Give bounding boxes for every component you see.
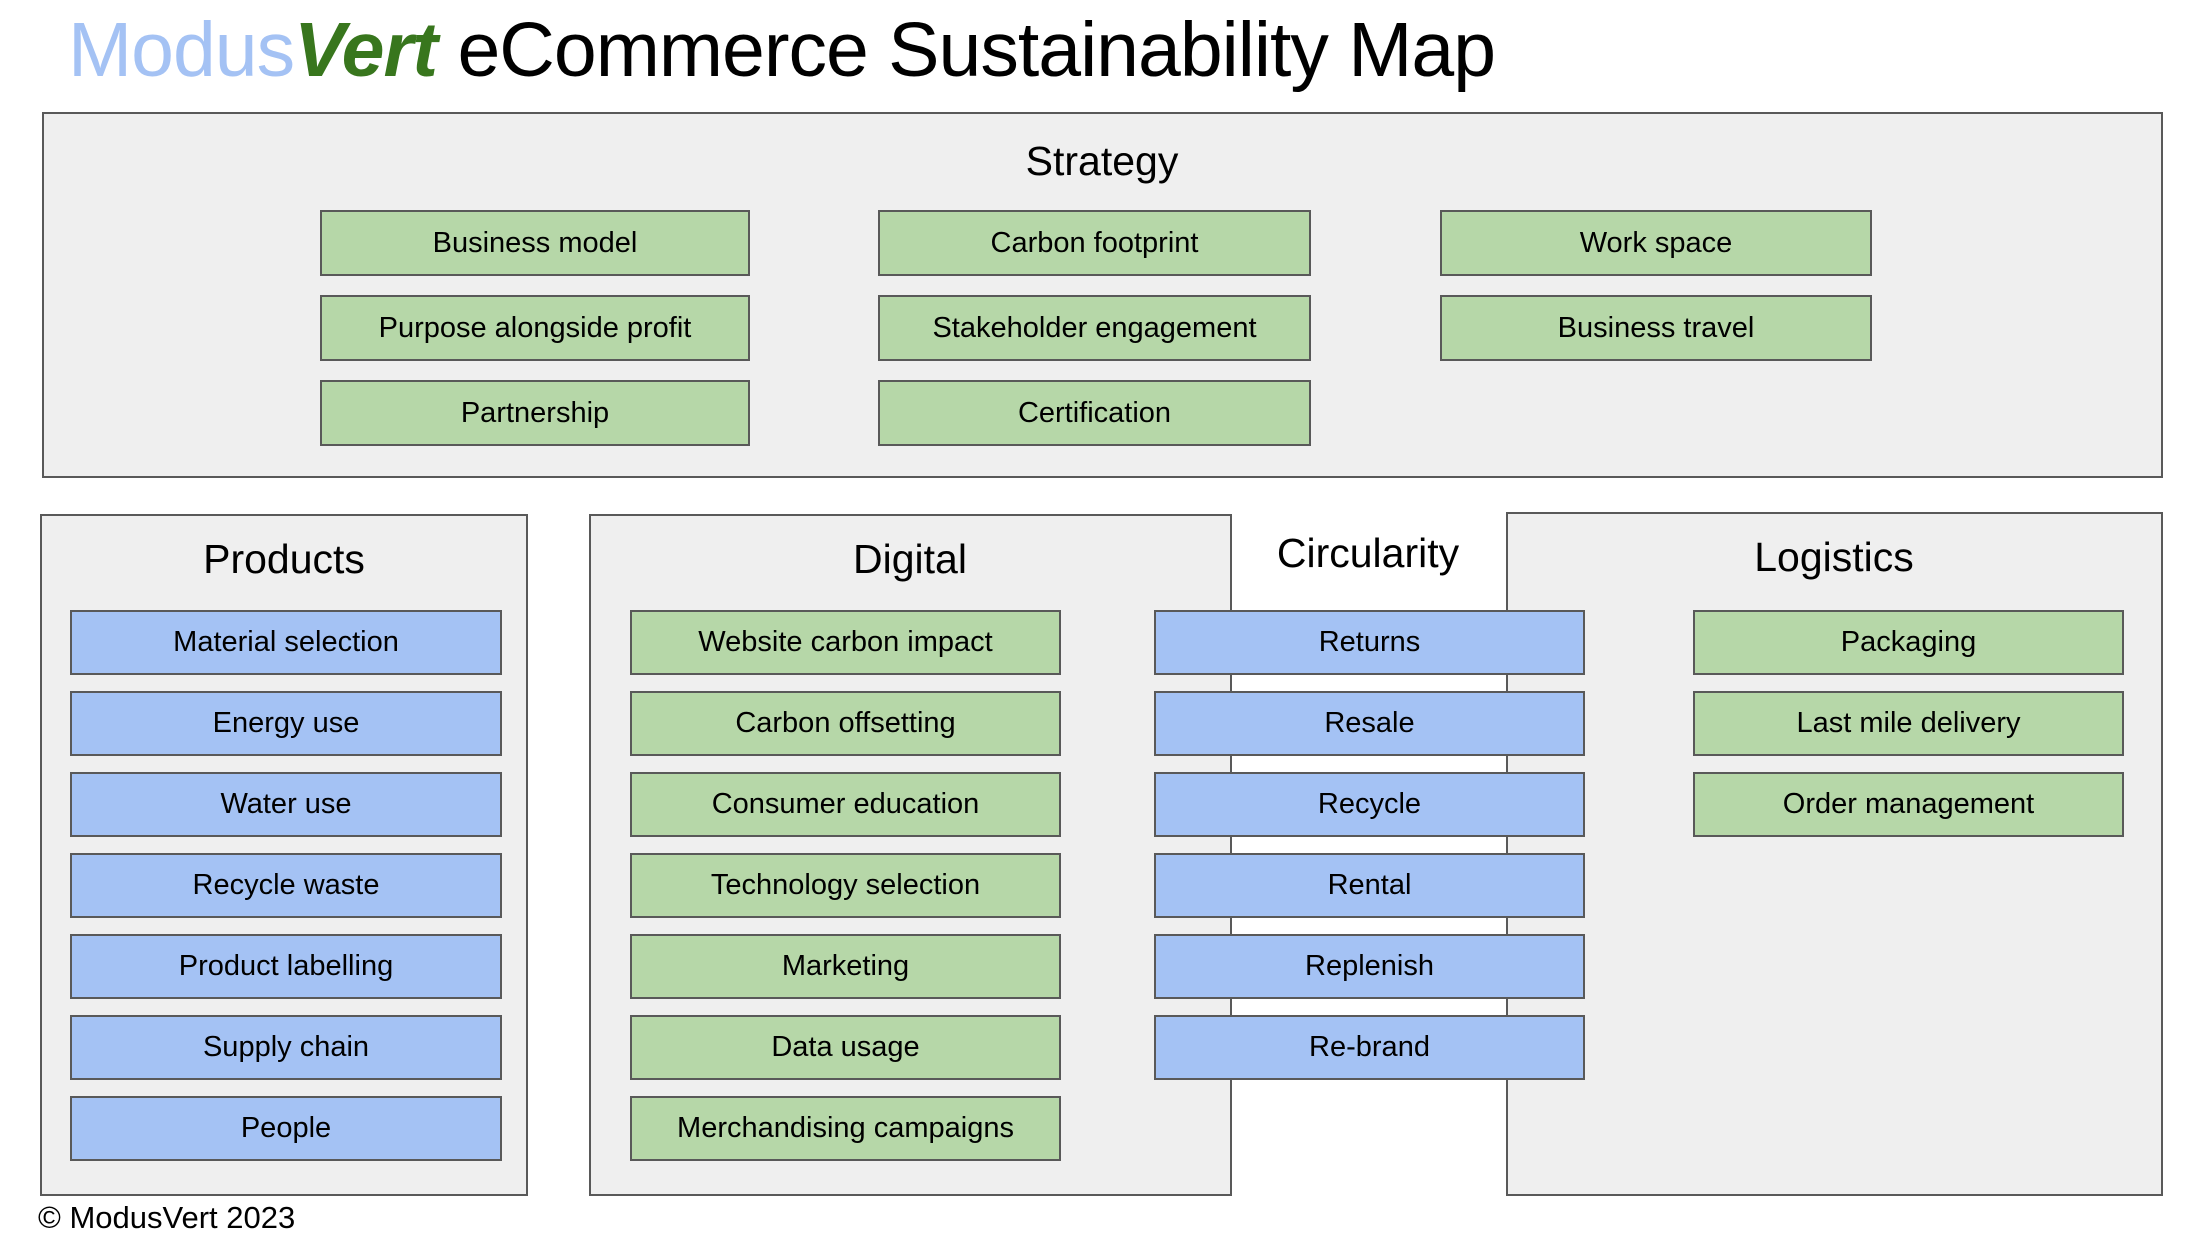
node-rental: Rental xyxy=(1154,853,1585,918)
node-stakeholder-engagement: Stakeholder engagement xyxy=(878,295,1311,361)
node-material-selection: Material selection xyxy=(70,610,502,675)
node-partnership: Partnership xyxy=(320,380,750,446)
node-carbon-footprint: Carbon footprint xyxy=(878,210,1311,276)
node-consumer-education: Consumer education xyxy=(630,772,1061,837)
node-recycle-waste: Recycle waste xyxy=(70,853,502,918)
page-title: ModusVert eCommerce Sustainability Map xyxy=(68,6,1496,95)
node-people: People xyxy=(70,1096,502,1161)
node-packaging: Packaging xyxy=(1693,610,2124,675)
copyright-text: © ModusVert 2023 xyxy=(38,1200,296,1235)
strategy-header: Strategy xyxy=(1025,138,1179,184)
node-returns: Returns xyxy=(1154,610,1585,675)
brand-vert: Vert xyxy=(294,7,438,93)
node-website-carbon-impact: Website carbon impact xyxy=(630,610,1061,675)
node-carbon-offsetting: Carbon offsetting xyxy=(630,691,1061,756)
node-re-brand: Re-brand xyxy=(1154,1015,1585,1080)
circularity-header: Circularity xyxy=(1276,530,1460,576)
node-business-model: Business model xyxy=(320,210,750,276)
node-certification: Certification xyxy=(878,380,1311,446)
node-purpose-alongside-profit: Purpose alongside profit xyxy=(320,295,750,361)
node-order-management: Order management xyxy=(1693,772,2124,837)
brand-modus: Modus xyxy=(68,7,295,93)
node-data-usage: Data usage xyxy=(630,1015,1061,1080)
logistics-header: Logistics xyxy=(1754,534,1914,580)
node-replenish: Replenish xyxy=(1154,934,1585,999)
node-recycle: Recycle xyxy=(1154,772,1585,837)
node-energy-use: Energy use xyxy=(70,691,502,756)
node-work-space: Work space xyxy=(1440,210,1872,276)
products-header: Products xyxy=(203,536,365,582)
node-supply-chain: Supply chain xyxy=(70,1015,502,1080)
node-product-labelling: Product labelling xyxy=(70,934,502,999)
node-technology-selection: Technology selection xyxy=(630,853,1061,918)
node-business-travel: Business travel xyxy=(1440,295,1872,361)
node-last-mile-delivery: Last mile delivery xyxy=(1693,691,2124,756)
node-resale: Resale xyxy=(1154,691,1585,756)
digital-header: Digital xyxy=(853,536,967,582)
node-marketing: Marketing xyxy=(630,934,1061,999)
node-merchandising-campaigns: Merchandising campaigns xyxy=(630,1096,1061,1161)
title-rest: eCommerce Sustainability Map xyxy=(437,7,1496,93)
node-water-use: Water use xyxy=(70,772,502,837)
